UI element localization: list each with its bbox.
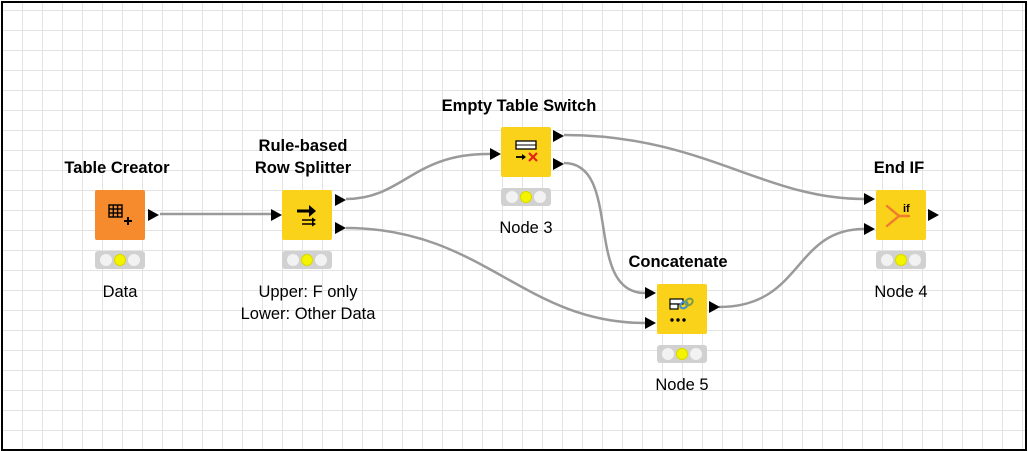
empty-table-switch-upper-output-port[interactable]	[553, 130, 564, 142]
status-light-green	[315, 254, 327, 266]
status-light-yellow	[676, 348, 688, 360]
node-title: End IF	[873, 159, 925, 177]
empty-table-switch-input-port[interactable]	[490, 148, 501, 160]
node-label-line2[interactable]: Lower: Other Data	[240, 305, 376, 323]
status-light-red	[100, 254, 112, 266]
end-if-upper-input-port[interactable]	[864, 193, 875, 205]
status-light-green	[909, 254, 921, 266]
status-light-yellow	[520, 191, 532, 203]
status-light-red	[881, 254, 893, 266]
node-title: Empty Table Switch	[441, 97, 597, 115]
switch-x-icon	[515, 140, 538, 162]
node-label[interactable]: Node 4	[874, 283, 928, 301]
table-creator-output-port[interactable]	[148, 209, 159, 221]
status-light-red	[662, 348, 674, 360]
node-title: Table Creator	[64, 159, 170, 177]
end-if-lower-input-port[interactable]	[864, 223, 875, 235]
node-label[interactable]: Data	[102, 283, 138, 301]
concatenate-lower-input-port[interactable]	[645, 317, 656, 329]
status-light-red	[506, 191, 518, 203]
status-light-green	[534, 191, 546, 203]
row-splitter-lower-output-port[interactable]	[335, 222, 346, 234]
connection-layer	[160, 133, 865, 325]
status-light-yellow	[895, 254, 907, 266]
status-traffic-light	[657, 345, 707, 363]
node-title: Concatenate	[628, 253, 728, 271]
status-light-yellow	[301, 254, 313, 266]
empty-table-switch-body[interactable]	[501, 127, 551, 177]
status-light-red	[287, 254, 299, 266]
status-light-green	[128, 254, 140, 266]
status-traffic-light	[282, 251, 332, 269]
node-title-line1: Rule-based	[258, 137, 348, 155]
node-title-line2: Row Splitter	[254, 159, 352, 177]
end-if-body[interactable]: if	[876, 190, 926, 240]
table-grid-plus-icon	[108, 204, 132, 225]
row-splitter-input-port[interactable]	[271, 209, 282, 221]
end-if-icon: if	[885, 203, 911, 228]
node-label[interactable]: Node 5	[655, 376, 709, 394]
empty-table-switch-lower-output-port[interactable]	[553, 158, 564, 170]
split-arrow-icon	[297, 205, 316, 227]
connection-splitter-lower-to-concatenate	[345, 226, 646, 325]
status-traffic-light	[876, 251, 926, 269]
status-light-green	[690, 348, 702, 360]
status-light-yellow	[114, 254, 126, 266]
concatenate-output-port[interactable]	[709, 301, 720, 313]
row-splitter-body[interactable]	[282, 190, 332, 240]
end-if-output-port[interactable]	[928, 209, 939, 221]
connection-splitter-upper-to-switch	[345, 152, 491, 201]
status-traffic-light	[501, 188, 551, 206]
row-splitter-upper-output-port[interactable]	[335, 194, 346, 206]
concatenate-body[interactable]	[657, 284, 707, 334]
concatenate-link-icon	[669, 297, 694, 322]
node-label-line1[interactable]: Upper: F only	[258, 283, 358, 301]
connection-switch-upper-to-endif	[563, 133, 865, 201]
table-creator-body[interactable]	[95, 190, 145, 240]
connection-switch-lower-to-concatenate	[563, 161, 646, 295]
connection-concatenate-to-endif	[718, 227, 865, 309]
node-label[interactable]: Node 3	[499, 219, 553, 237]
status-traffic-light	[95, 251, 145, 269]
svg-text:if: if	[903, 203, 910, 215]
concatenate-upper-input-port[interactable]	[645, 287, 656, 299]
